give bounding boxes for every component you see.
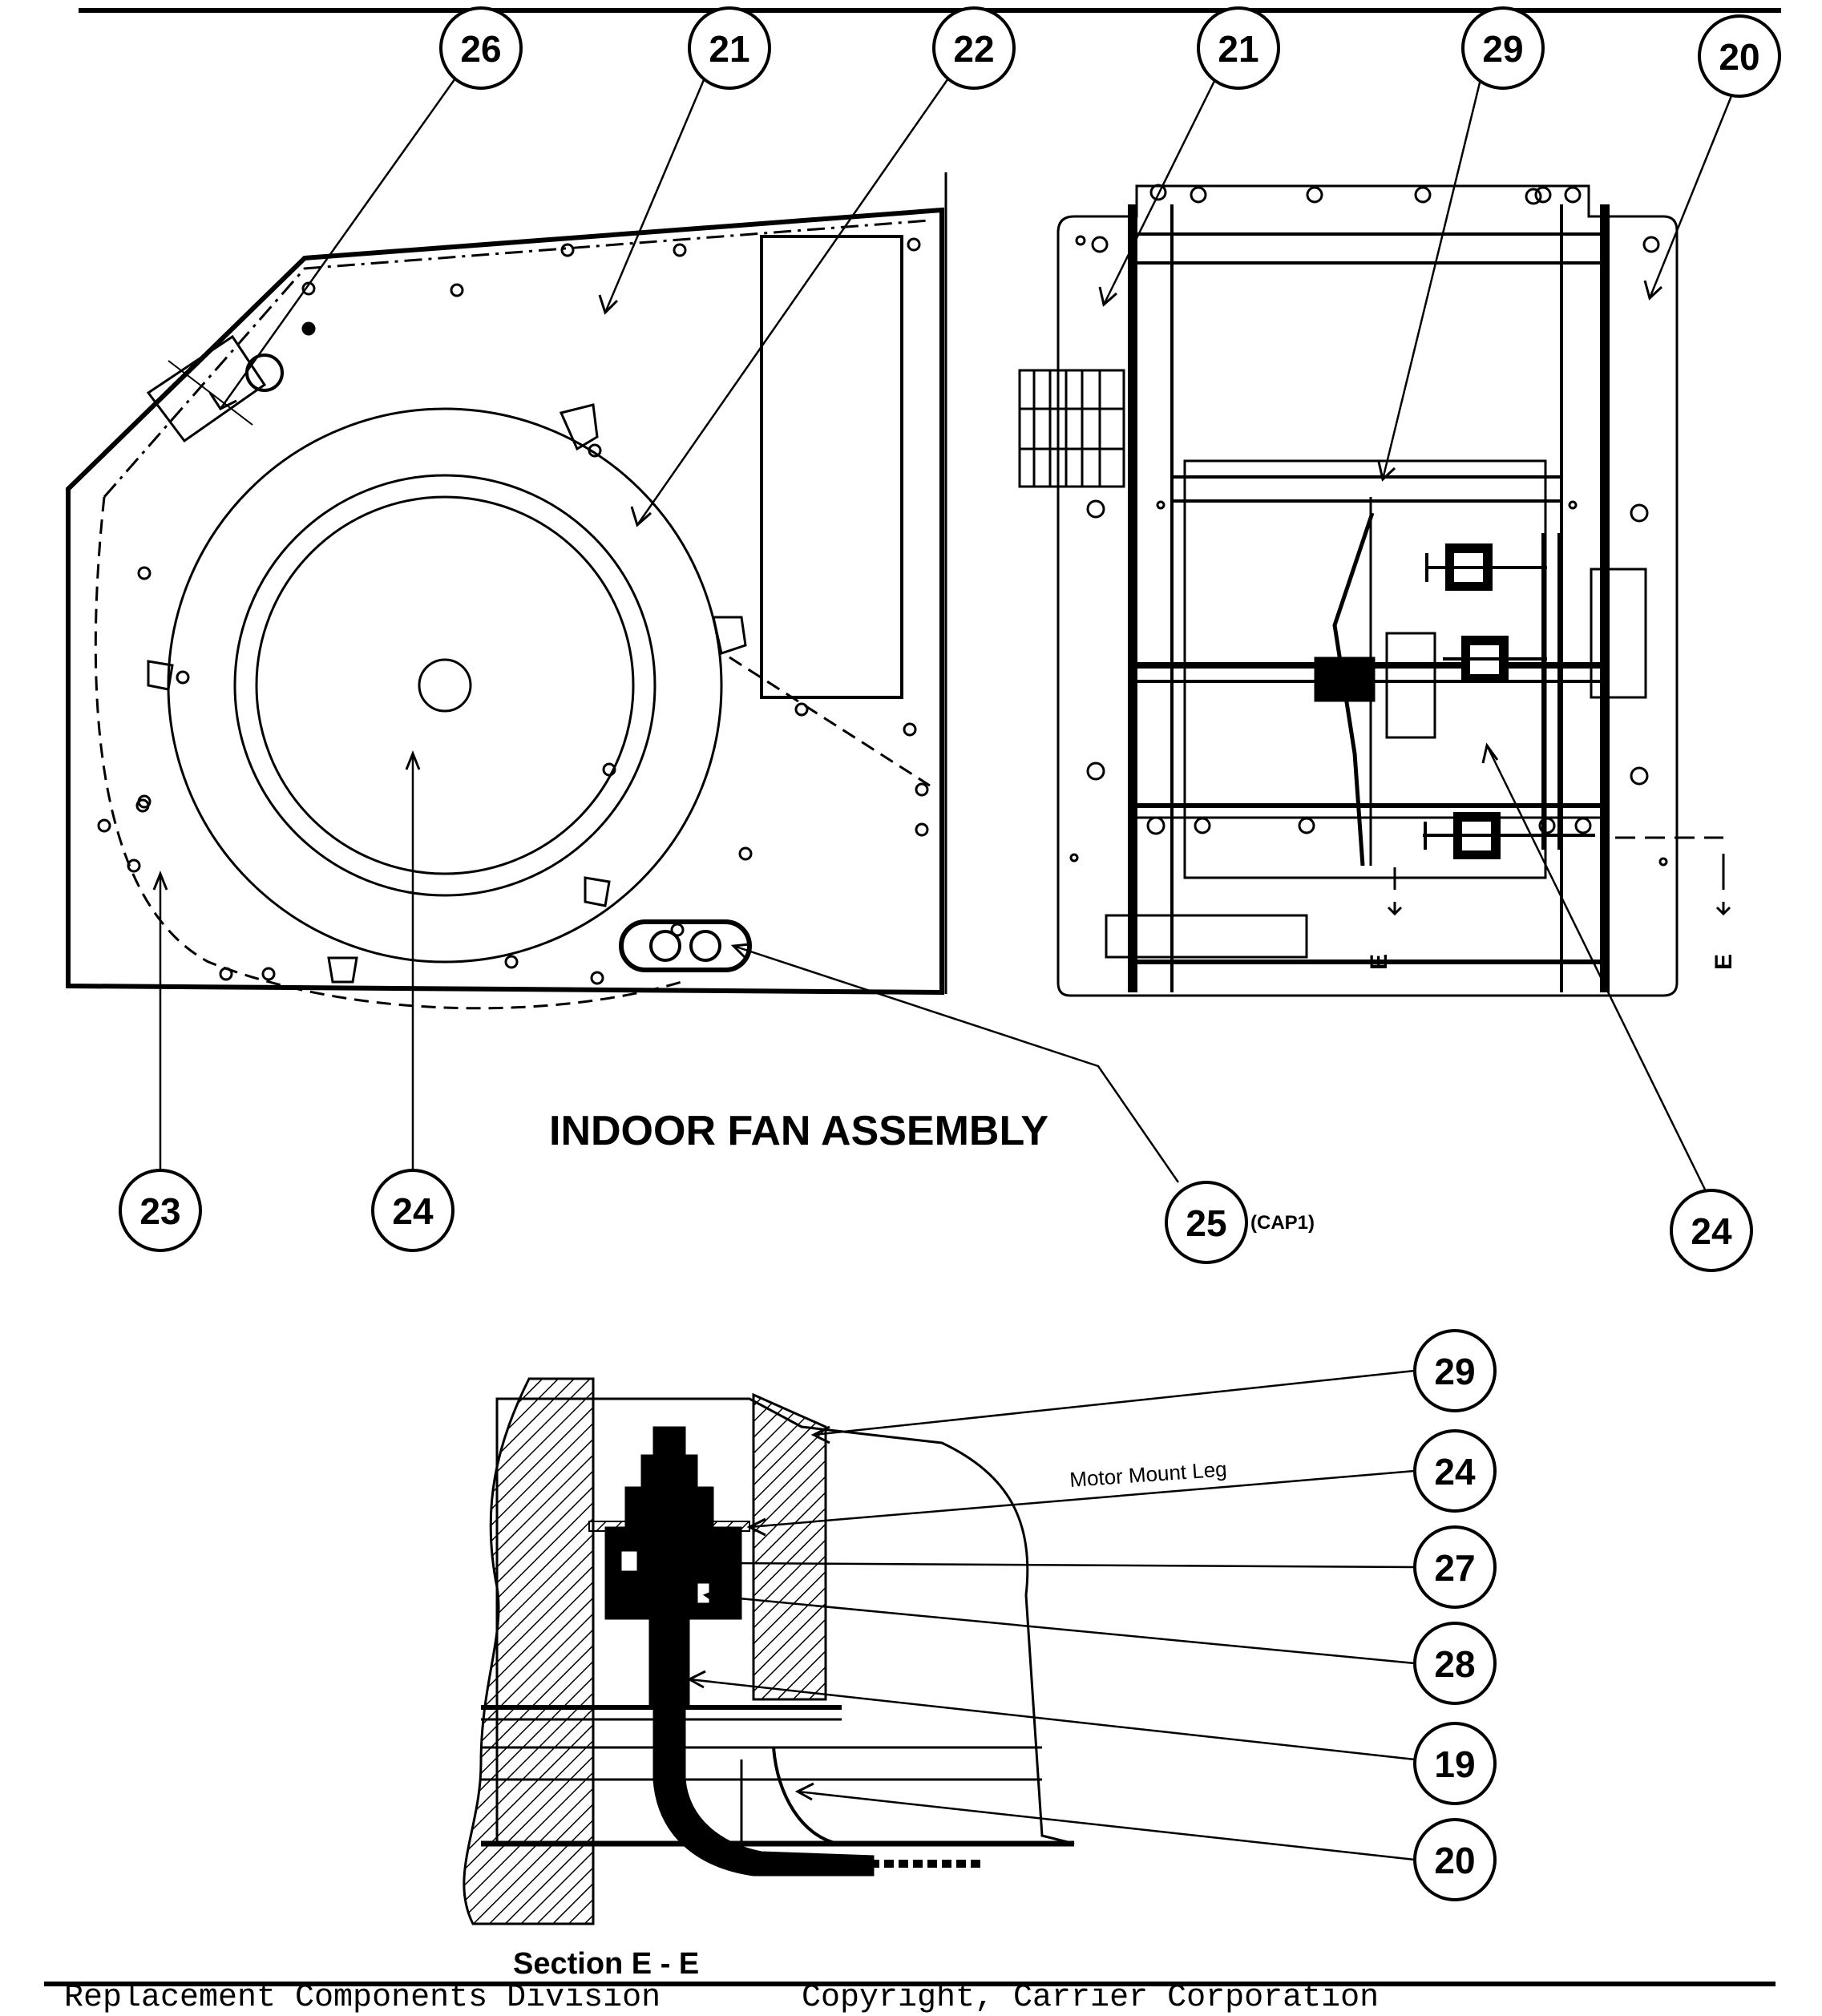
callout-24b: 24 (1670, 1189, 1753, 1272)
callout-20: 20 (1698, 14, 1781, 98)
callout-24: 24 (371, 1169, 454, 1252)
callout-s28: 28 (1413, 1622, 1497, 1705)
svg-text:29: 29 (1434, 1351, 1475, 1392)
callout-s24: 24 (1413, 1429, 1497, 1513)
svg-text:24: 24 (1434, 1451, 1476, 1493)
callout-29: 29 (1461, 6, 1545, 90)
callout-25: 25 (1165, 1181, 1248, 1264)
callouts-top: 26 21 22 21 29 20 (439, 6, 1781, 98)
section-marker-left: E (1366, 954, 1392, 970)
blower-front-view (1018, 184, 1725, 997)
svg-text:22: 22 (953, 28, 994, 70)
leader-lines (159, 75, 1741, 1861)
callouts-section: 29 24 27 28 19 20 (1413, 1329, 1497, 1901)
svg-text:19: 19 (1434, 1743, 1475, 1785)
svg-text:27: 27 (1434, 1547, 1475, 1589)
callout-s20: 20 (1413, 1818, 1497, 1901)
callout-26: 26 (439, 6, 523, 90)
motor-mount-note: Motor Mount Leg (1069, 1456, 1227, 1492)
blower-side-view (66, 172, 947, 1010)
motor-mount-bolts (1423, 533, 1595, 859)
callout-s27: 27 (1413, 1525, 1497, 1609)
cap-note: (CAP1) (1250, 1212, 1315, 1234)
callout-21b: 21 (1197, 6, 1280, 90)
svg-text:25: 25 (1186, 1202, 1226, 1244)
callout-22: 22 (932, 6, 1016, 90)
callout-23: 23 (119, 1169, 202, 1252)
section-e-e-view (463, 1377, 1075, 1925)
callout-s19: 19 (1413, 1722, 1497, 1805)
footer-right: Copyright, Carrier Corporation (802, 1980, 1380, 2016)
svg-text:20: 20 (1434, 1840, 1475, 1881)
svg-text:21: 21 (1218, 28, 1258, 70)
section-marker-right: E (1711, 954, 1737, 970)
svg-text:26: 26 (460, 28, 501, 70)
leader-arrowheads (152, 280, 1663, 1801)
callout-s29: 29 (1413, 1329, 1497, 1412)
section-title: Section E - E (513, 1947, 699, 1981)
footer-left: Replacement Components Division (64, 1980, 661, 2016)
svg-text:20: 20 (1719, 36, 1759, 78)
svg-text:28: 28 (1434, 1643, 1475, 1685)
main-title: INDOOR FAN ASSEMBLY (549, 1108, 1048, 1154)
motor-mount-bolt-stack (604, 1426, 875, 1877)
svg-text:29: 29 (1482, 28, 1523, 70)
svg-text:24: 24 (392, 1190, 434, 1232)
callouts-mid: 23 24 25 24 (119, 1169, 1753, 1272)
svg-text:24: 24 (1691, 1210, 1732, 1252)
svg-text:21: 21 (709, 28, 749, 70)
svg-text:23: 23 (139, 1190, 180, 1232)
footer-bar: Replacement Components Division Copyrigh… (0, 1980, 1822, 2016)
callout-21: 21 (688, 6, 771, 90)
